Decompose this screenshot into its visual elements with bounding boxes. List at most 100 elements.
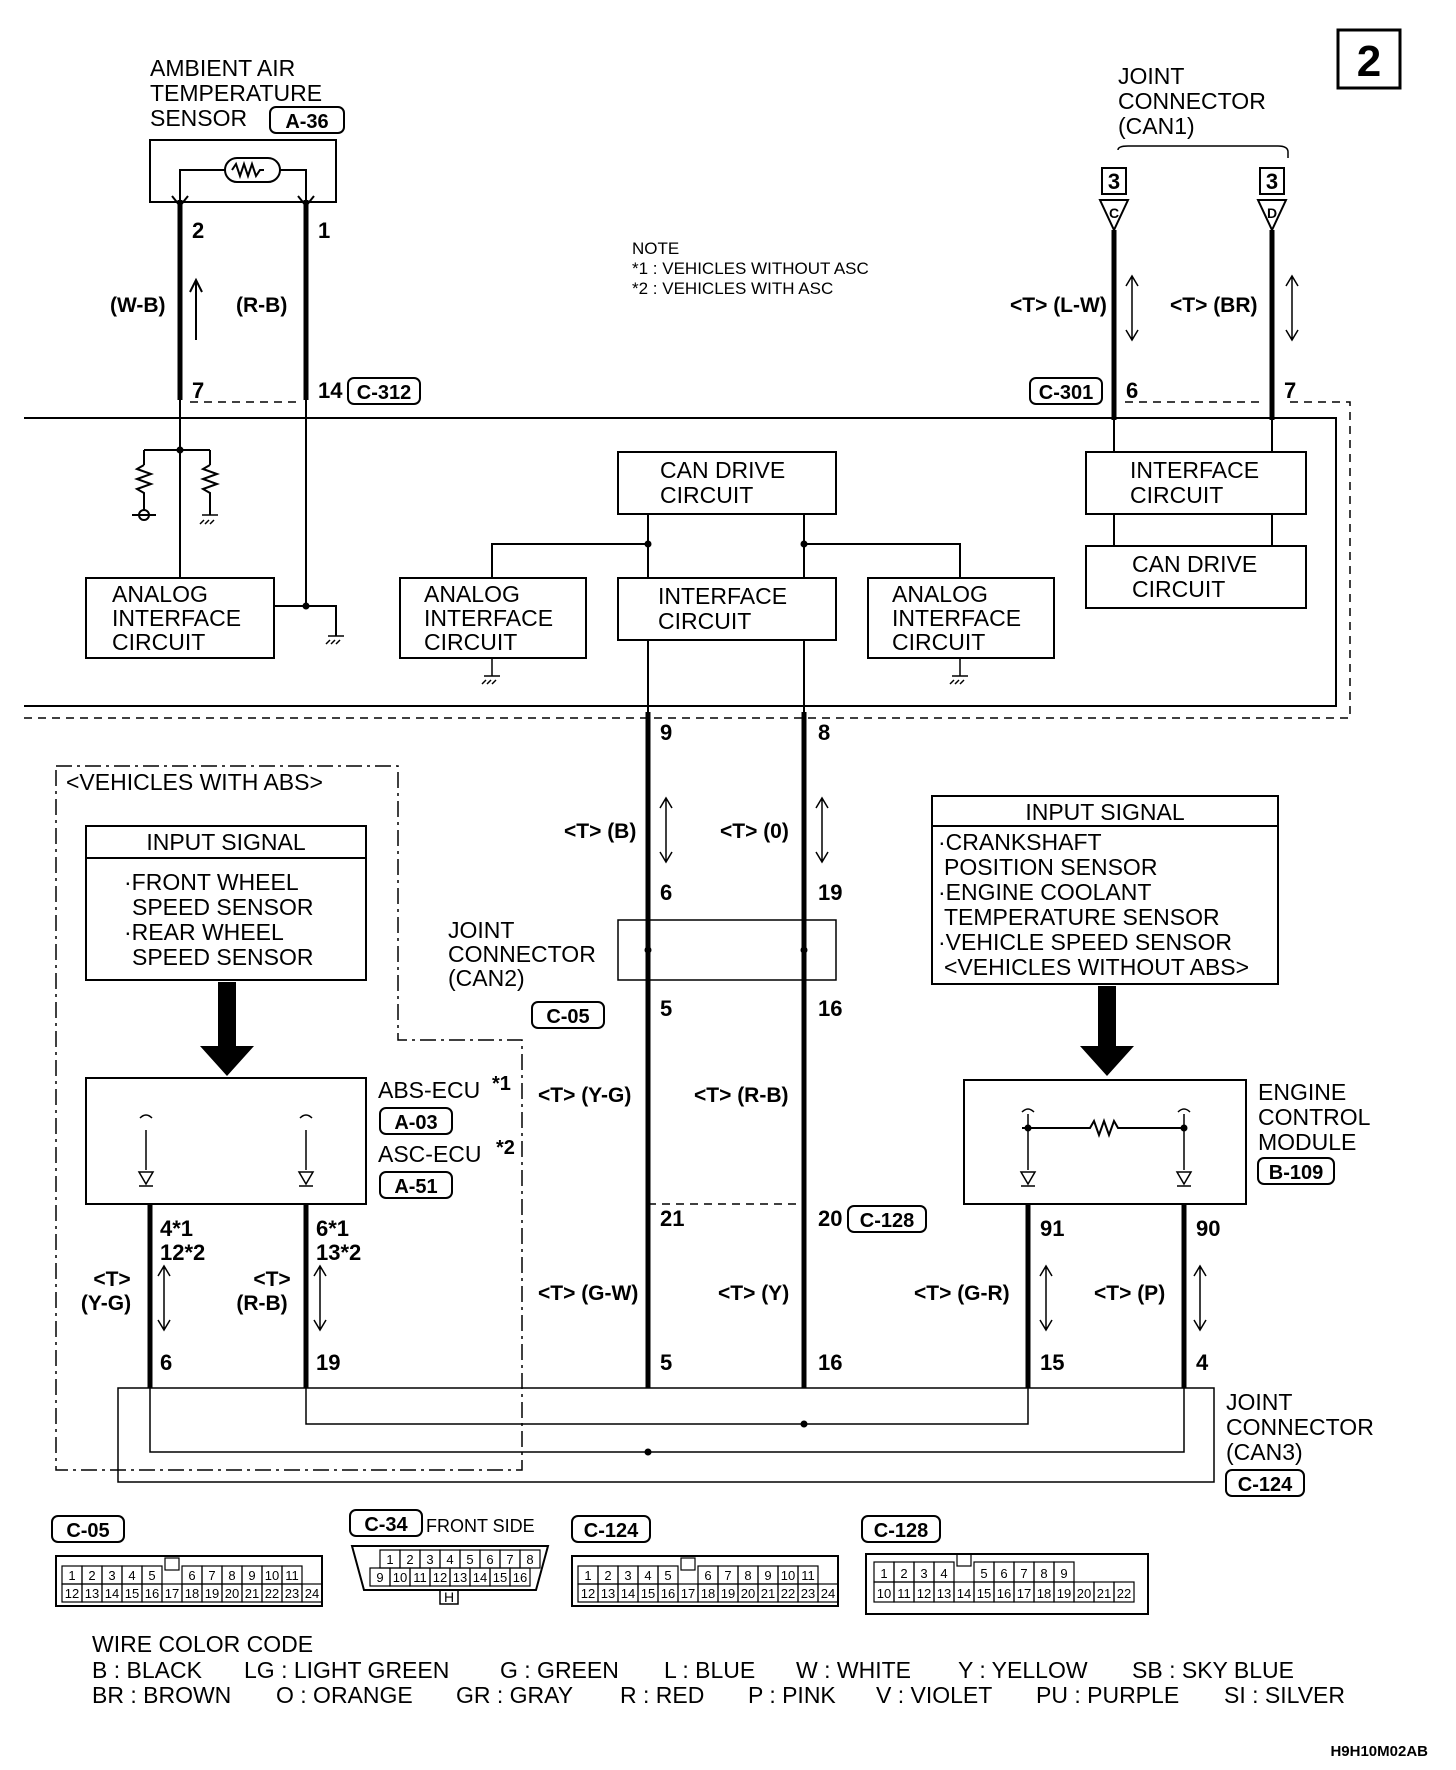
connector-pin-number: 2 — [406, 1552, 413, 1567]
can2-line-1: JOINT — [448, 917, 514, 943]
ground-icon — [481, 658, 500, 685]
etacs-module: 7 14 C-312 C-301 6 7 ANALOG INTERFACE CI… — [24, 377, 1351, 745]
wire-color-entry: V : VIOLET — [876, 1682, 992, 1708]
connector-pin-number: 2 — [900, 1566, 907, 1581]
wire-color-entry: B : BLACK — [92, 1657, 203, 1683]
ecm-line-2: CONTROL — [1258, 1104, 1371, 1130]
signal-direction-arrow-icon — [189, 277, 203, 340]
connector-pin-number: 6 — [188, 1568, 195, 1583]
connector-pin-number: 12 — [65, 1586, 79, 1601]
can2-pin-5: 5 — [660, 996, 672, 1021]
can3-pin-15: 15 — [1040, 1350, 1064, 1375]
can1-letter-d: D — [1267, 205, 1277, 221]
connector-pin-number: 17 — [165, 1586, 179, 1601]
note-block: NOTE *1 : VEHICLES WITHOUT ASC *2 : VEHI… — [632, 239, 869, 298]
bidirectional-arrow-icon — [1039, 1264, 1053, 1332]
analog-2-line-2: INTERFACE — [424, 605, 553, 631]
ecm-pin-90: 90 — [1196, 1216, 1220, 1241]
connector-pin-cell — [817, 1583, 839, 1603]
connector-pin-number: 13 — [937, 1586, 951, 1601]
connector-pin-number: 10 — [393, 1570, 407, 1585]
connector-pin-number: 19 — [721, 1586, 735, 1601]
interface-main-line-2: CIRCUIT — [658, 608, 751, 634]
connector-pin-number: 16 — [513, 1570, 527, 1585]
can-drive-right-line-2: CIRCUIT — [1132, 576, 1225, 602]
connector-pin-number: 18 — [185, 1586, 199, 1601]
can-wire-rb: <T> (R-B) — [694, 1084, 789, 1107]
can3-pin-4: 4 — [1196, 1350, 1209, 1375]
can-wire-o: <T> (0) — [720, 820, 789, 843]
bidirectional-arrow-icon — [1285, 274, 1299, 342]
resistor-icon — [1022, 1118, 1184, 1138]
wire-color-entry: PU : PURPLE — [1036, 1682, 1179, 1708]
connector-pin-number: 9 — [248, 1568, 255, 1583]
ecm-wire-gr: <T> (G-R) — [914, 1282, 1010, 1305]
analog-1-line-3: CIRCUIT — [112, 629, 205, 655]
can1-letter-c: C — [1109, 205, 1119, 221]
abs-ecu-name: ABS-ECU — [378, 1077, 480, 1103]
wire-color-entry: O : ORANGE — [276, 1682, 413, 1708]
connector-pin-number: 11 — [801, 1568, 815, 1583]
connector-pin-number: 10 — [265, 1568, 279, 1583]
etacs-pin-9: 9 — [660, 720, 672, 745]
can2-pin-16: 16 — [818, 996, 842, 1021]
analog-1-line-2: INTERFACE — [112, 605, 241, 631]
ambient-pin-2: 2 — [192, 218, 204, 243]
connector-pin-number: 13 — [85, 1586, 99, 1601]
etacs-pin-14: 14 — [318, 378, 343, 403]
connector-view-c34-note: FRONT SIDE — [426, 1516, 535, 1536]
ambient-pin-1: 1 — [318, 218, 330, 243]
connector-c312: C-312 — [357, 382, 411, 404]
wire-color-entry: Y : YELLOW — [958, 1657, 1088, 1683]
analog-3-line-2: INTERFACE — [892, 605, 1021, 631]
abs-pin-13: 13*2 — [316, 1240, 361, 1265]
connector-pin-number: 1 — [386, 1552, 393, 1567]
connector-key-slot — [164, 1557, 180, 1571]
analog-3-line-1: ANALOG — [892, 581, 988, 607]
connector-pin-cell — [301, 1583, 323, 1603]
can1-line-3: (CAN1) — [1118, 113, 1195, 139]
connector-pin-number: 14 — [621, 1586, 635, 1601]
abs-pin-6: 6*1 — [316, 1216, 349, 1241]
engine-control-module: INPUT SIGNAL ·CRANKSHAFT POSITION SENSOR… — [914, 795, 1371, 1375]
connector-key-slot — [680, 1557, 696, 1571]
connector-pin-number: 10 — [877, 1586, 891, 1601]
can2-line-3: (CAN2) — [448, 965, 525, 991]
connector-pin-number: 14 — [105, 1586, 119, 1601]
interface-right-line-2: CIRCUIT — [1130, 482, 1223, 508]
ambient-wire-wb: (W-B) — [110, 294, 166, 317]
wire-color-entry: G : GREEN — [500, 1657, 619, 1683]
connector-pin-number: 7 — [1020, 1566, 1027, 1581]
connector-view-c05-label: C-05 — [66, 1520, 109, 1542]
can3-line-2: CONNECTOR — [1226, 1414, 1374, 1440]
wire-color-entry: GR : GRAY — [456, 1682, 573, 1708]
connector-pin-number: 1 — [880, 1566, 887, 1581]
ground-icon — [199, 514, 218, 525]
connector-pin-number: 13 — [601, 1586, 615, 1601]
wire-color-entry: SB : SKY BLUE — [1132, 1657, 1294, 1683]
connector-a03: A-03 — [394, 1112, 437, 1134]
connector-pin-number: 21 — [761, 1586, 775, 1601]
connector-pin-number: 20 — [1077, 1586, 1091, 1601]
abs-pin-4: 4*1 — [160, 1216, 193, 1241]
diagram-code: H9H10M02AB — [1330, 1743, 1428, 1760]
connector-pin-number: 5 — [664, 1568, 671, 1583]
connector-pin-number: 19 — [1057, 1586, 1071, 1601]
ambient-sensor-line-3: SENSOR — [150, 105, 247, 131]
bidirectional-arrow-icon — [157, 1264, 171, 1332]
abs-wire-right-t: <T> — [253, 1268, 290, 1291]
connector-view-c124-label: C-124 — [584, 1520, 639, 1542]
connector-pin-number: 24 — [821, 1586, 835, 1601]
connector-view-c128-label: C-128 — [874, 1520, 928, 1542]
wire-color-entry: L : BLUE — [664, 1657, 755, 1683]
connector-pin-number: 24 — [305, 1586, 319, 1601]
asc-ecu-sup: *2 — [496, 1137, 515, 1159]
connector-b109: B-109 — [1269, 1162, 1323, 1184]
connector-pin-number: 4 — [644, 1568, 651, 1583]
analog-3-line-3: CIRCUIT — [892, 629, 985, 655]
abs-input-item-1: ·FRONT WHEEL — [124, 869, 299, 895]
connector-pin-number: 21 — [1097, 1586, 1111, 1601]
can-wire-b: <T> (B) — [564, 820, 636, 843]
thermistor-icon — [224, 157, 281, 183]
